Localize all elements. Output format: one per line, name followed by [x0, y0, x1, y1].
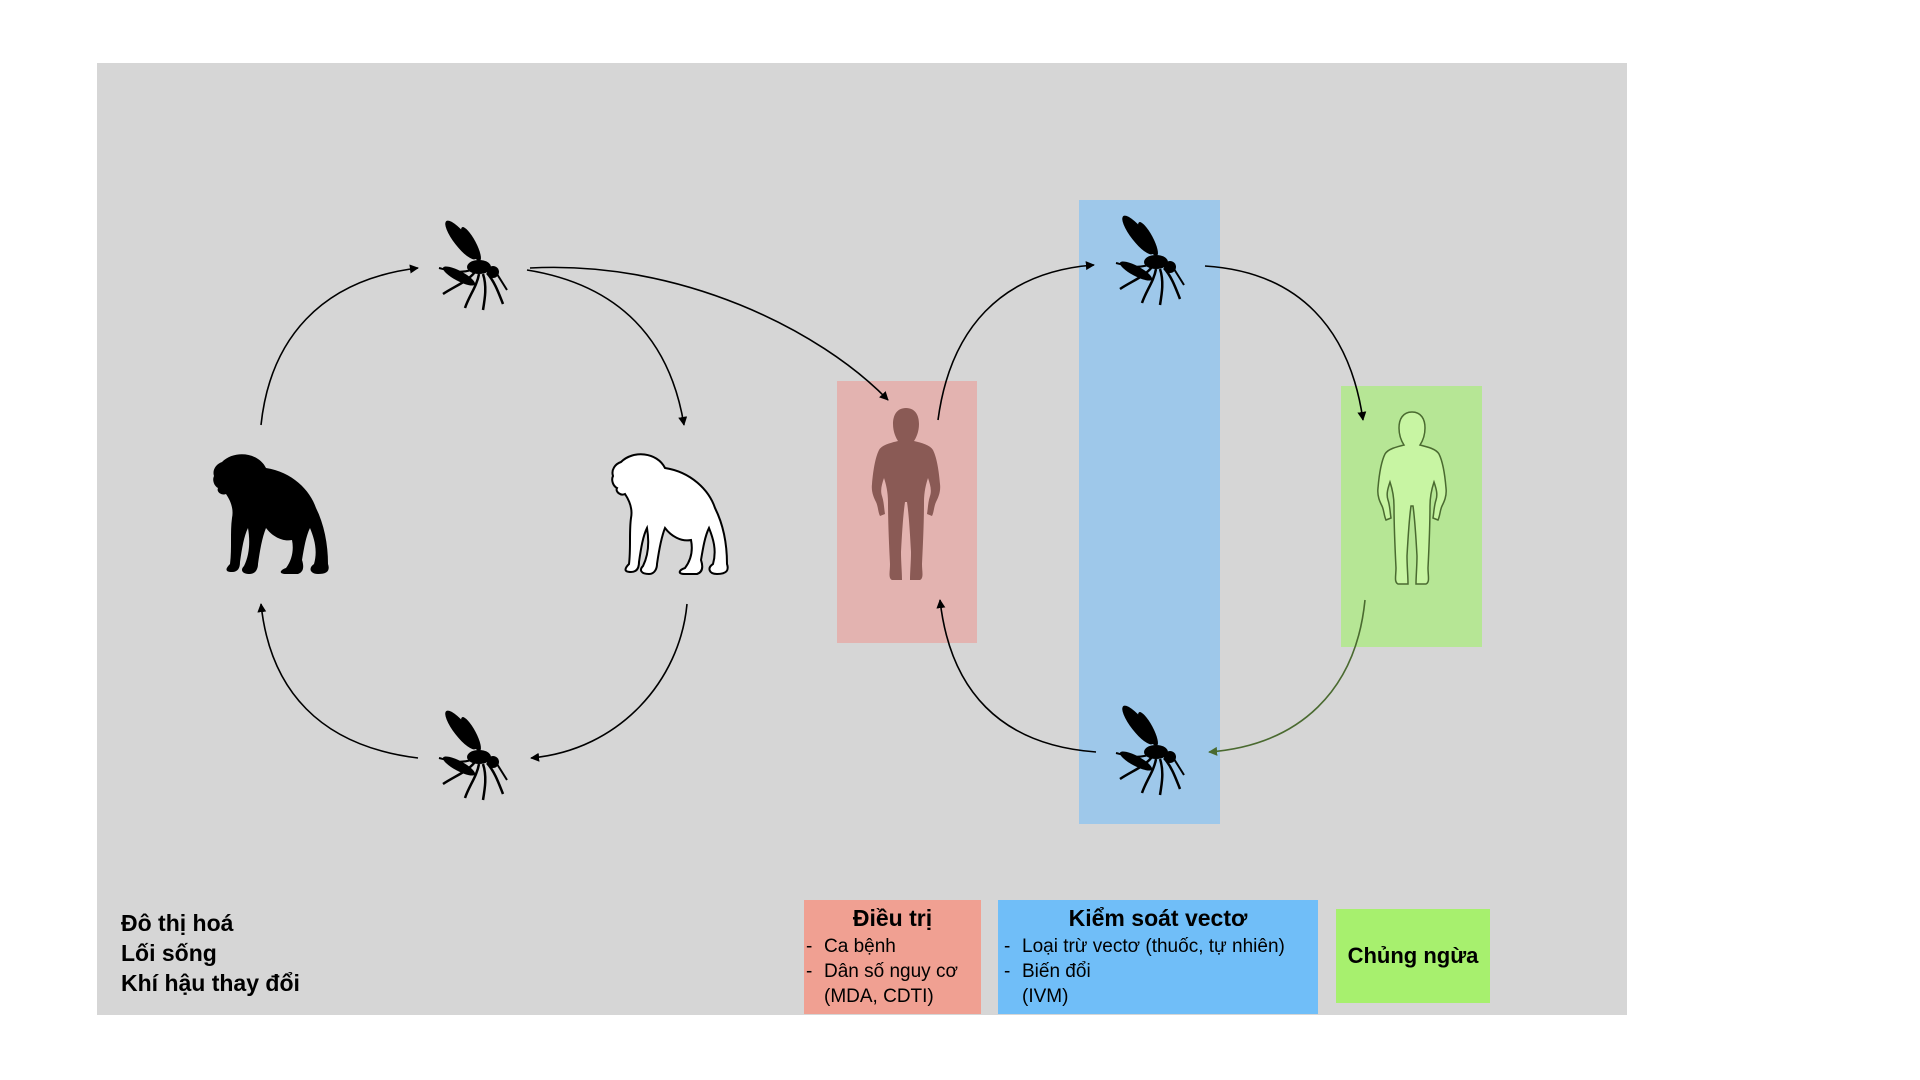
gorilla-white-icon [611, 453, 729, 575]
arrow-mosquito-to-vaccinated [1204, 265, 1367, 421]
factor-urbanization: Đô thị hoá [121, 910, 234, 936]
arrow-spillover-to-human [529, 266, 889, 401]
arrow-mosquito-to-white-ape [526, 269, 688, 426]
arrow-mosquito-to-human [936, 599, 1097, 753]
mosquito-icon [437, 215, 509, 312]
arrow-ape-to-mosquito [260, 264, 419, 426]
arrow-mosquito-to-ape [257, 603, 419, 759]
legend-vector-control-title: Kiểm soát vectơ [1068, 905, 1248, 931]
risk-factors: Đô thị hoá Lối sống Khí hậu thay đổi [121, 908, 300, 998]
legend-treatment: Điều trị -Ca bệnh -Dân số nguy cơ(MDA, C… [804, 900, 981, 1014]
mosquito-icon [437, 705, 509, 802]
legend-treatment-item: -Dân số nguy cơ(MDA, CDTI) [806, 961, 958, 1007]
legend-treatment-item: -Ca bệnh [806, 936, 896, 957]
arrow-human-to-mosquito [937, 261, 1095, 421]
arrow-vaccinated-to-mosquito [1208, 599, 1366, 756]
factor-lifestyle: Lối sống [121, 940, 217, 966]
vector-control-zone [1079, 200, 1220, 824]
legend-vector-item: -Biến đổi(IVM) [1004, 961, 1091, 1007]
factor-climate-change: Khí hậu thay đổi [121, 970, 300, 996]
arrow-white-ape-to-mosquito [530, 603, 688, 762]
legend-vector-item: -Loại trừ vectơ (thuốc, tự nhiên) [1004, 936, 1285, 957]
gorilla-black-icon [213, 454, 329, 574]
legend-vaccination-title: Chủng ngừa [1347, 943, 1479, 968]
legend-vaccination: Chủng ngừa [1336, 909, 1490, 1003]
legend-vector-control: Kiểm soát vectơ -Loại trừ vectơ (thuốc, … [998, 900, 1318, 1014]
legend-treatment-title: Điều trị [852, 905, 933, 931]
